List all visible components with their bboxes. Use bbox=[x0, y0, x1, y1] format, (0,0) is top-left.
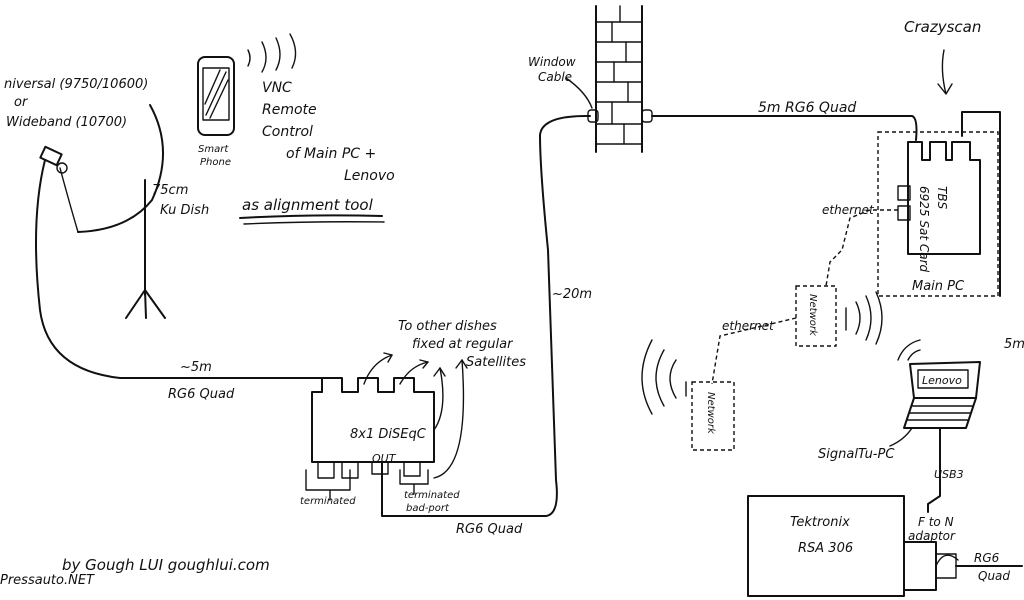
window-cable-line2: Cable bbox=[538, 70, 572, 84]
phone-label-line2: Phone bbox=[200, 157, 231, 168]
rg6-right-line2: Quad bbox=[978, 569, 1010, 583]
network-1-label: Network bbox=[807, 294, 818, 337]
window-cable-pointer bbox=[565, 77, 593, 109]
diseqc-bottom-ports bbox=[317, 461, 421, 479]
lnb-label-line1: niversal (9750/10600) bbox=[4, 77, 148, 92]
dish-type-label: Ku Dish bbox=[160, 203, 209, 218]
dish-arm bbox=[59, 167, 79, 233]
window-cable-line1: Window bbox=[528, 55, 576, 69]
dish-reflector bbox=[77, 104, 164, 233]
ethernet-cable-mid bbox=[711, 317, 797, 385]
vnc-label-line2: Remote bbox=[262, 102, 317, 118]
network-2-label: Network bbox=[705, 392, 716, 435]
tbs-label-line2: 6925 Sat Card bbox=[917, 186, 931, 273]
rg6-right-line1: RG6 bbox=[974, 551, 1000, 565]
other-dishes-line1: To other dishes bbox=[398, 319, 497, 334]
alignment-underline-2 bbox=[243, 221, 385, 225]
tripod-icon bbox=[125, 289, 166, 319]
lnb-label-line3: Wideband (10700) bbox=[6, 115, 127, 130]
access-point-wifi-icon bbox=[641, 339, 687, 415]
main-pc-label: Main PC bbox=[912, 279, 965, 294]
cable-diseqc-to-window bbox=[381, 114, 591, 517]
crazyscan-label: Crazyscan bbox=[904, 18, 981, 36]
tbs-card bbox=[897, 141, 981, 255]
window-cable-left-connector bbox=[587, 109, 599, 123]
phone-label-line1: Smart bbox=[198, 144, 229, 155]
vnc-label-line4: of Main PC + bbox=[286, 146, 376, 162]
lnb-icon bbox=[39, 145, 68, 174]
cable-lnb-to-diseqc bbox=[35, 159, 323, 393]
tektronix-line1: Tektronix bbox=[790, 515, 850, 530]
signaltuner-pointer bbox=[889, 427, 913, 447]
network-switch-1 bbox=[795, 285, 837, 347]
alignment-tool-label: as alignment tool bbox=[242, 196, 374, 214]
cable-bottom-label: RG6 Quad bbox=[456, 522, 523, 537]
diseqc-label: 8x1 DiSEqC bbox=[350, 427, 427, 442]
lenovo-laptop bbox=[903, 361, 981, 429]
ethernet-cable-pc bbox=[825, 209, 898, 287]
router-wifi-icon bbox=[845, 291, 883, 345]
watermark: Pressauto.NET bbox=[0, 573, 95, 588]
pc-top-cable bbox=[961, 111, 1001, 297]
tektronix-line2: RSA 306 bbox=[798, 541, 853, 556]
ethernet-top-label: ethernet bbox=[822, 203, 875, 217]
usb3-cable bbox=[927, 427, 941, 513]
cable-length-label: ~5m bbox=[180, 360, 212, 375]
window-cable-right-connector bbox=[641, 109, 653, 123]
vnc-label-line5: Lenovo bbox=[344, 168, 395, 184]
terminated-bad-line1: terminated bbox=[404, 490, 460, 501]
vnc-label-line3: Control bbox=[262, 124, 313, 140]
cable-5m-top-label: 5m RG6 Quad bbox=[758, 100, 856, 116]
cable-20m-label: ~20m bbox=[552, 287, 592, 302]
laptop-wifi-icon bbox=[897, 339, 921, 361]
wireless-signal-icon bbox=[247, 33, 297, 73]
f-to-n-line1: F to N bbox=[918, 515, 954, 529]
tbs-label-line1: TBS bbox=[935, 186, 949, 210]
usb3-label: USB3 bbox=[934, 468, 964, 481]
dish-size-label: 75cm bbox=[152, 183, 188, 198]
lnb-label-line2: or bbox=[14, 95, 29, 110]
other-dishes-arrows bbox=[363, 352, 468, 479]
author-credit: by Gough LUI goughlui.com bbox=[62, 556, 270, 574]
other-dishes-line3: Satellites bbox=[466, 355, 526, 370]
alignment-underline bbox=[239, 214, 383, 219]
network-switch-2 bbox=[691, 381, 735, 451]
main-pc-case bbox=[877, 131, 999, 297]
crazyscan-arrow bbox=[937, 49, 953, 95]
tektronix-box bbox=[747, 495, 905, 597]
terminated-label: terminated bbox=[300, 496, 356, 507]
ethernet-mid-label: ethernet bbox=[722, 319, 775, 333]
f-to-n-adaptor bbox=[903, 541, 959, 591]
smartphone-icon bbox=[197, 56, 235, 136]
diseqc-out-label: OUT bbox=[372, 452, 397, 465]
vnc-label-line1: VNC bbox=[262, 80, 292, 96]
terminator-caps bbox=[305, 469, 429, 501]
terminated-bad-line2: bad-port bbox=[406, 503, 450, 514]
five-m-right-label: 5m bbox=[1004, 337, 1024, 352]
diseqc-switch bbox=[305, 377, 435, 501]
brick-wall bbox=[587, 5, 653, 153]
cable-type-label: RG6 Quad bbox=[168, 387, 235, 402]
lenovo-label: Lenovo bbox=[922, 374, 962, 387]
dish-assembly bbox=[35, 104, 323, 393]
signaltuner-label: SignalTu-PC bbox=[818, 447, 895, 462]
other-dishes-line2: fixed at regular bbox=[412, 337, 514, 352]
f-to-n-line2: adaptor bbox=[908, 529, 956, 543]
cable-window-to-pc bbox=[651, 115, 918, 141]
